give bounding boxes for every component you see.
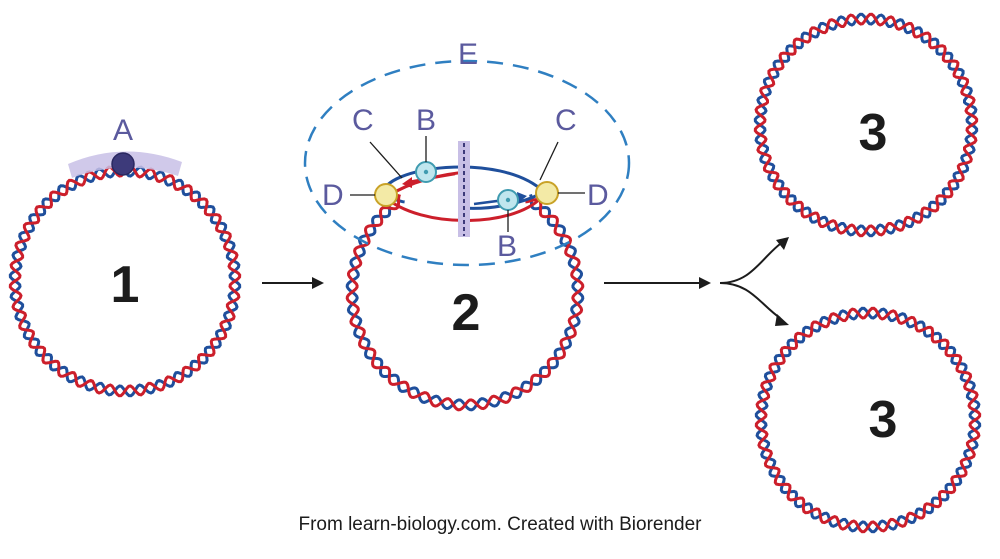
right-arrow-icon	[262, 277, 324, 289]
dna-circle-stage-3-top	[753, 12, 979, 238]
right-arrow-icon-2	[604, 277, 711, 289]
label-e: E	[458, 38, 478, 71]
replication-bubble	[374, 141, 559, 237]
stage-number-3-top: 3	[859, 104, 888, 162]
label-c-right: C	[555, 104, 577, 137]
label-b-lower: B	[497, 230, 517, 263]
credit-text: From learn-biology.com. Created with Bio…	[298, 514, 702, 535]
dna-circle-stage-3-bottom	[754, 306, 982, 534]
junction-right-icon	[535, 181, 559, 205]
label-b-upper: B	[416, 104, 436, 137]
dna-circle-stage-2	[345, 193, 585, 412]
fork-lower-dot	[505, 197, 511, 203]
dna-circles-layer	[8, 12, 982, 534]
origin-dot-icon	[111, 152, 135, 176]
dna-circle-stage-3-top-strand-red	[753, 12, 979, 238]
stage-number-2: 2	[452, 284, 481, 342]
dna-circle-stage-3-bottom-strand-red	[754, 306, 982, 534]
junction-left-icon	[374, 183, 398, 207]
dna-circle-stage-2-strand-red	[345, 193, 585, 412]
split-arrow-icon	[719, 237, 789, 326]
stage-number-1: 1	[111, 256, 140, 314]
fork-upper-dot	[423, 169, 429, 175]
arrowhead-left	[402, 177, 412, 188]
label-d-right: D	[587, 179, 609, 212]
leader-c-left	[369, 141, 403, 179]
label-d-left: D	[322, 179, 344, 212]
stage-number-3-bottom: 3	[869, 391, 898, 449]
dashed-region-outline	[303, 59, 631, 267]
label-c-left: C	[352, 104, 374, 137]
leader-c-right	[539, 141, 559, 181]
dna-circle-stage-1-strand-red	[8, 164, 242, 398]
arrowhead-right	[517, 192, 527, 203]
label-a: A	[113, 114, 133, 147]
dna-circle-stage-1	[8, 164, 242, 398]
